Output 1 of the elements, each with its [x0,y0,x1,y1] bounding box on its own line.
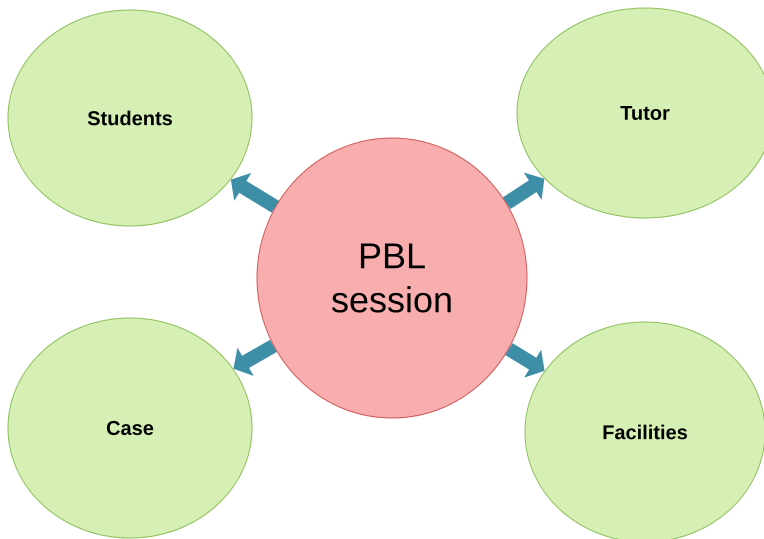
arrow [502,172,544,210]
